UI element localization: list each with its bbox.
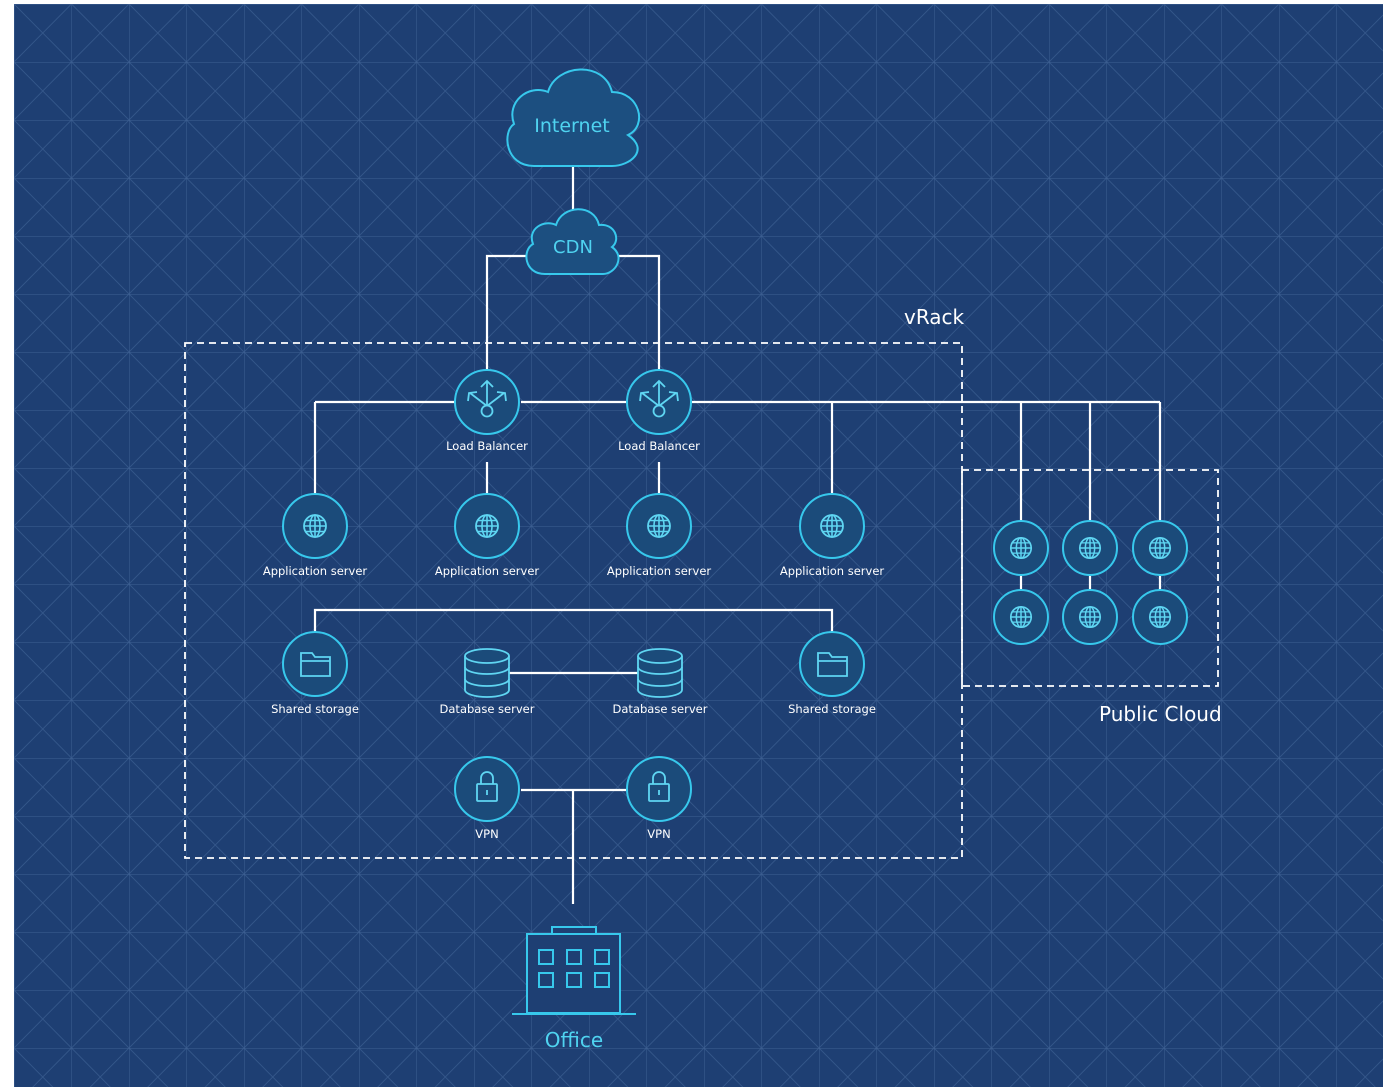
load-balancer-label: Load Balancer bbox=[446, 439, 528, 453]
folder-icon bbox=[300, 652, 331, 677]
public-cloud-label: Public Cloud bbox=[1099, 702, 1222, 726]
vpn-label: VPN bbox=[647, 827, 670, 841]
app-server-label: Application server bbox=[607, 564, 712, 578]
office-label: Office bbox=[545, 1028, 603, 1052]
database-server-label: Database server bbox=[613, 702, 708, 716]
vpn-1[interactable]: VPN bbox=[454, 756, 520, 841]
globe-icon bbox=[303, 514, 327, 538]
vrack-label: vRack bbox=[904, 305, 965, 329]
building-icon bbox=[512, 926, 636, 1015]
globe-icon bbox=[1148, 536, 1172, 560]
public-cloud-instance[interactable] bbox=[993, 589, 1049, 645]
connection-lines bbox=[313, 166, 1162, 904]
lock-icon bbox=[648, 771, 670, 802]
load-balancer-icon bbox=[467, 379, 507, 418]
app-server-label: Application server bbox=[780, 564, 885, 578]
load-balancer-1[interactable]: Load Balancer bbox=[446, 369, 528, 453]
app-server-3[interactable]: Application server bbox=[607, 493, 712, 578]
globe-icon bbox=[1078, 605, 1102, 629]
public-cloud-instance[interactable] bbox=[993, 520, 1049, 576]
vpn-2[interactable]: VPN bbox=[626, 756, 692, 841]
office-building[interactable]: Office bbox=[512, 926, 636, 1052]
internet-label: Internet bbox=[534, 115, 609, 137]
shared-storage-label: Shared storage bbox=[271, 702, 359, 716]
globe-icon bbox=[820, 514, 844, 538]
folder-icon bbox=[817, 652, 848, 677]
database-icon bbox=[464, 648, 510, 698]
database-server-1[interactable]: Database server bbox=[440, 648, 535, 716]
app-server-label: Application server bbox=[263, 564, 368, 578]
globe-icon bbox=[647, 514, 671, 538]
cdn-cloud: CDN bbox=[525, 208, 620, 275]
globe-icon bbox=[1009, 605, 1033, 629]
database-icon bbox=[637, 648, 683, 698]
app-server-2[interactable]: Application server bbox=[435, 493, 540, 578]
shared-storage-label: Shared storage bbox=[788, 702, 876, 716]
cdn-label: CDN bbox=[553, 237, 593, 258]
public-cloud-instance[interactable] bbox=[1132, 520, 1188, 576]
internet-cloud: Internet bbox=[506, 68, 641, 167]
app-server-4[interactable]: Application server bbox=[780, 493, 885, 578]
public-cloud-zone bbox=[961, 469, 1219, 687]
app-server-1[interactable]: Application server bbox=[263, 493, 368, 578]
lock-icon bbox=[476, 771, 498, 802]
globe-icon bbox=[1009, 536, 1033, 560]
app-server-label: Application server bbox=[435, 564, 540, 578]
load-balancer-label: Load Balancer bbox=[618, 439, 700, 453]
public-cloud-instance[interactable] bbox=[1062, 520, 1118, 576]
load-balancer-icon bbox=[639, 379, 679, 418]
public-cloud-instance[interactable] bbox=[1062, 589, 1118, 645]
shared-storage-2[interactable]: Shared storage bbox=[788, 631, 876, 716]
database-server-label: Database server bbox=[440, 702, 535, 716]
shared-storage-1[interactable]: Shared storage bbox=[271, 631, 359, 716]
globe-icon bbox=[1148, 605, 1172, 629]
globe-icon bbox=[475, 514, 499, 538]
vpn-label: VPN bbox=[475, 827, 498, 841]
load-balancer-2[interactable]: Load Balancer bbox=[618, 369, 700, 453]
globe-icon bbox=[1078, 536, 1102, 560]
public-cloud-instance[interactable] bbox=[1132, 589, 1188, 645]
database-server-2[interactable]: Database server bbox=[613, 648, 708, 716]
